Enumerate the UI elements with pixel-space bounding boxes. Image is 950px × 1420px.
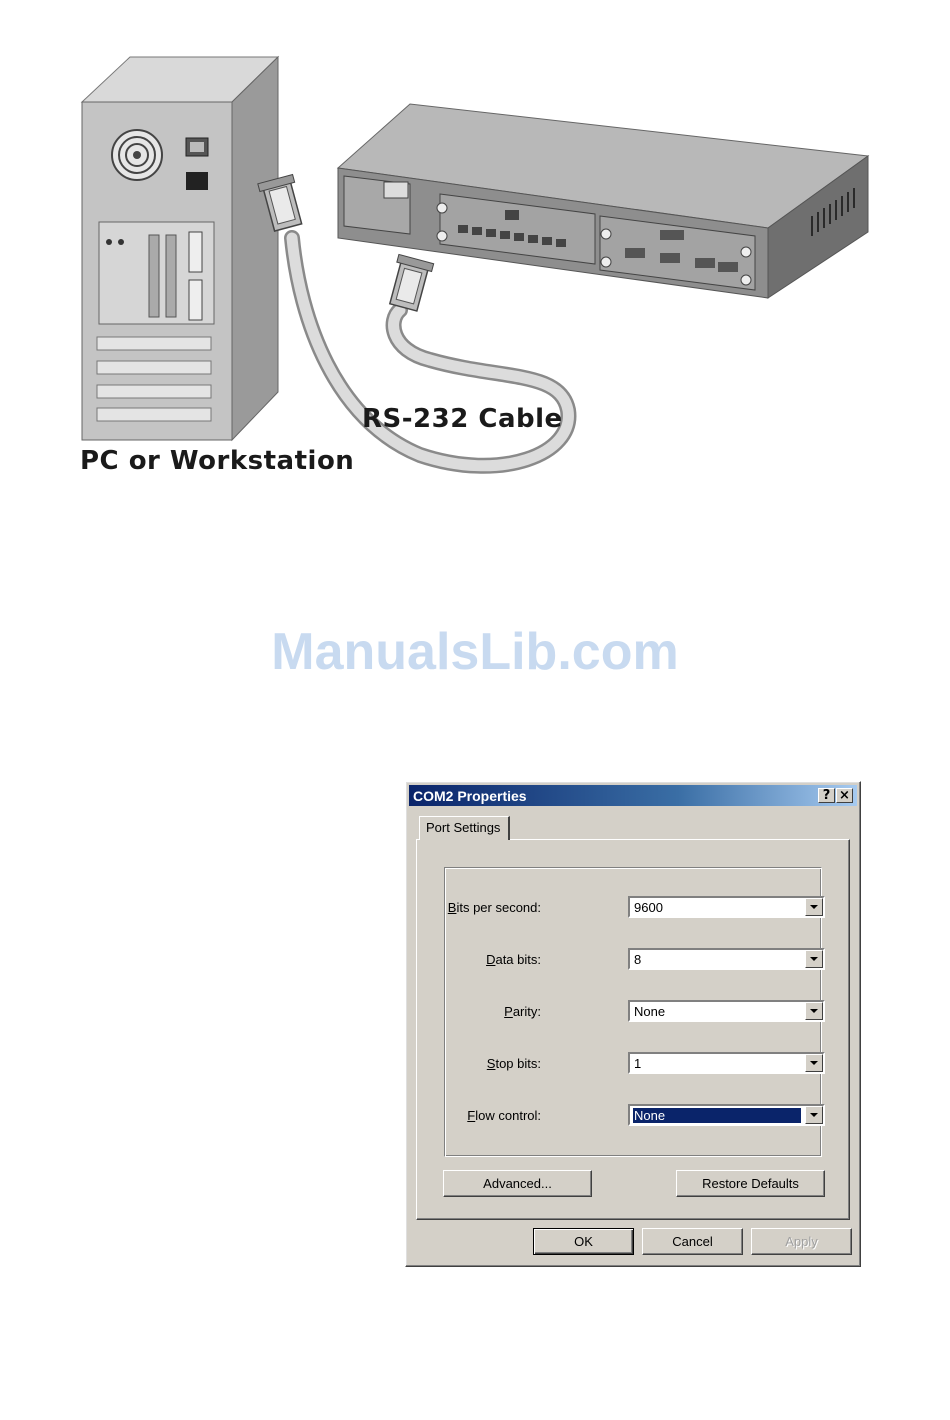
data-bits-label: Data bits: (486, 952, 541, 967)
data-bits-select[interactable]: 8 (628, 948, 825, 970)
ok-button[interactable]: OK (533, 1228, 634, 1255)
port-settings-panel: Bits per second: 9600 Data bits: 8 Parit… (416, 839, 850, 1220)
bits-per-second-label: Bits per second: (448, 900, 541, 915)
parity-value: None (633, 1004, 801, 1019)
chevron-down-icon[interactable] (805, 1054, 823, 1072)
com2-properties-dialog: COM2 Properties ? × Port Settings Bits p… (405, 781, 861, 1267)
close-button[interactable]: × (836, 788, 853, 803)
advanced-button[interactable]: Advanced... (443, 1170, 592, 1197)
stop-bits-select[interactable]: 1 (628, 1052, 825, 1074)
dialog-title: COM2 Properties (413, 788, 527, 804)
stop-bits-value: 1 (633, 1056, 801, 1071)
cancel-button[interactable]: Cancel (642, 1228, 743, 1255)
apply-button[interactable]: Apply (751, 1228, 852, 1255)
tab-port-settings[interactable]: Port Settings (419, 816, 510, 840)
stop-bits-label: Stop bits: (487, 1056, 541, 1071)
chevron-down-icon[interactable] (805, 1002, 823, 1020)
dialog-title-bar[interactable]: COM2 Properties ? × (409, 785, 857, 806)
rs232-cable-caption: RS-232 Cable (362, 404, 563, 434)
parity-select[interactable]: None (628, 1000, 825, 1022)
restore-defaults-button[interactable]: Restore Defaults (676, 1170, 825, 1197)
bits-per-second-value: 9600 (633, 900, 801, 915)
data-bits-value: 8 (633, 952, 801, 967)
parity-label: Parity: (504, 1004, 541, 1019)
chevron-down-icon[interactable] (805, 950, 823, 968)
pc-tower-image (82, 57, 278, 440)
pc-or-workstation-caption: PC or Workstation (80, 446, 354, 476)
port-settings-group: Bits per second: 9600 Data bits: 8 Parit… (444, 867, 822, 1157)
flow-control-select[interactable]: None (628, 1104, 825, 1126)
flow-control-label: Flow control: (467, 1108, 541, 1123)
manualslib-watermark: ManualsLib.com (0, 622, 950, 682)
help-button[interactable]: ? (818, 788, 835, 803)
bits-per-second-select[interactable]: 9600 (628, 896, 825, 918)
tab-port-settings-label: Port Settings (426, 820, 500, 835)
chevron-down-icon[interactable] (805, 1106, 823, 1124)
chevron-down-icon[interactable] (805, 898, 823, 916)
rs232-connection-illustration (0, 0, 950, 520)
flow-control-value: None (633, 1108, 801, 1123)
